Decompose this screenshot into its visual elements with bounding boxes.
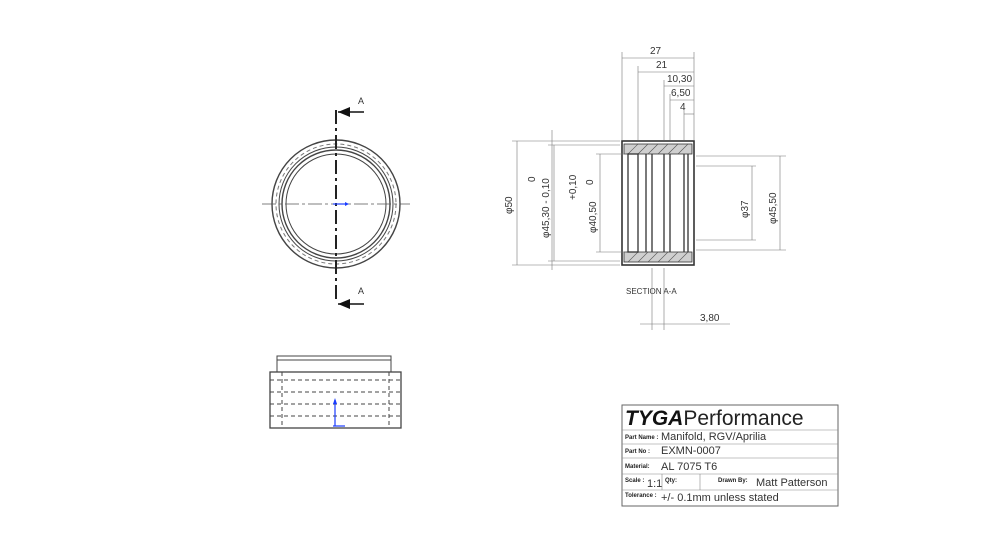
dim-21: 21 — [656, 60, 668, 71]
dim-tol-upper-0: 0 — [527, 176, 538, 182]
part-name-label: Part Name : — [625, 435, 658, 441]
material-value: AL 7075 T6 — [661, 461, 717, 473]
part-name-value: Manifold, RGV/Aprilia — [661, 431, 767, 443]
section-cut-label-bottom: A — [358, 286, 364, 296]
dim-tol-zero: 0 — [585, 179, 596, 185]
drawn-by-label: Drawn By: — [718, 478, 748, 484]
front-view — [262, 110, 410, 300]
tolerance-value: +/- 0.1mm unless stated — [661, 492, 779, 504]
material-label: Material: — [625, 464, 650, 470]
dim-27: 27 — [650, 46, 662, 57]
dim-dia-37: φ37 — [740, 200, 751, 218]
section-cut-label-top: A — [358, 96, 364, 106]
dimension-labels: 27 21 10,30 6,50 4 φ50 0 φ45,30 - 0,10 +… — [504, 46, 779, 324]
part-no-label: Part No : — [625, 449, 650, 455]
section-cut-arrows: A A — [338, 96, 364, 309]
drawn-by-value: Matt Patterson — [756, 477, 828, 489]
dimension-lines — [512, 52, 786, 330]
scale-label: Scale : — [625, 478, 644, 484]
dim-6-50: 6,50 — [671, 88, 691, 99]
dim-10-30: 10,30 — [667, 74, 692, 85]
tolerance-label: Tolerance : — [625, 493, 657, 499]
dim-dia-45-30: φ45,30 - 0,10 — [541, 178, 552, 238]
section-title: SECTION A-A — [626, 287, 677, 296]
section-view: SECTION A-A — [621, 140, 695, 296]
dim-tol-plus-0-10: +0,10 — [568, 174, 579, 200]
dim-4: 4 — [680, 102, 686, 113]
dim-dia-40-50: φ40,50 — [588, 201, 599, 233]
part-no-value: EXMN-0007 — [661, 445, 721, 457]
qty-label: Qty: — [665, 478, 677, 484]
scale-value: 1:1 — [647, 478, 662, 490]
side-view — [269, 355, 402, 429]
dim-dia-45-50: φ45,50 — [768, 192, 779, 224]
brand-logo: TYGAPerformance — [625, 407, 804, 430]
dim-dia-50: φ50 — [504, 196, 515, 214]
title-block: TYGAPerformance Part Name : Manifold, RG… — [621, 404, 839, 507]
dim-3-80: 3,80 — [700, 313, 720, 324]
